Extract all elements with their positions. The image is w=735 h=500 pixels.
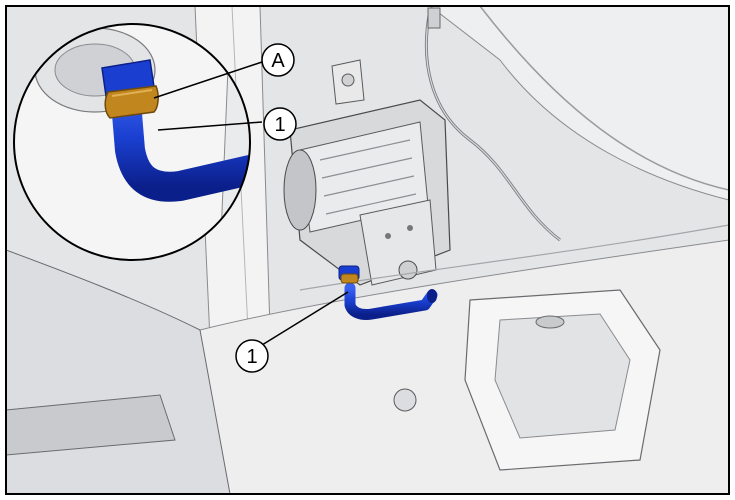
figure-frame: [5, 5, 730, 495]
hose-part-1: [344, 282, 438, 320]
latch-ribs: [319, 139, 417, 215]
callout-1-inset-bubble: [263, 107, 297, 141]
inset-clamp-a: [104, 85, 159, 119]
inset-hose: [110, 75, 250, 202]
plate-hole-2: [407, 225, 413, 231]
boss-face: [494, 313, 631, 439]
boss-hole: [535, 315, 565, 329]
bolt-upper: [341, 73, 355, 87]
callout-1-main: 1: [235, 339, 269, 373]
latch-motor: [283, 149, 317, 231]
hose-end: [427, 289, 437, 303]
latch-bolt: [398, 260, 418, 280]
callout-a-label: A: [271, 50, 285, 72]
callout-a: A: [261, 43, 295, 77]
body-panel-upper-right: [429, 6, 729, 201]
callout-a-bubble: [261, 43, 295, 77]
plate-hole-1: [385, 233, 391, 239]
magnifier-inset: [13, 23, 251, 261]
leader-line-a: [153, 61, 263, 99]
latch-plate: [359, 199, 437, 286]
wire-harness-highlight: [425, 9, 561, 241]
inset-border: [13, 23, 251, 261]
callout-1-main-bubble: [235, 339, 269, 373]
inset-clamp-highlight: [111, 89, 153, 97]
leader-line-1-main: [261, 291, 349, 346]
panel-edge: [479, 6, 729, 191]
leader-line-1-inset: [157, 121, 263, 131]
callout-1-inset: 1: [263, 107, 297, 141]
fender-lip: [6, 394, 176, 456]
engine-bay-scene: [6, 6, 729, 494]
callout-1-inset-label: 1: [274, 114, 285, 136]
clamp-part-a: [340, 273, 359, 284]
crossmember-nut: [393, 388, 417, 412]
wire-connector: [427, 7, 441, 29]
callout-1-main-label: 1: [246, 346, 257, 368]
